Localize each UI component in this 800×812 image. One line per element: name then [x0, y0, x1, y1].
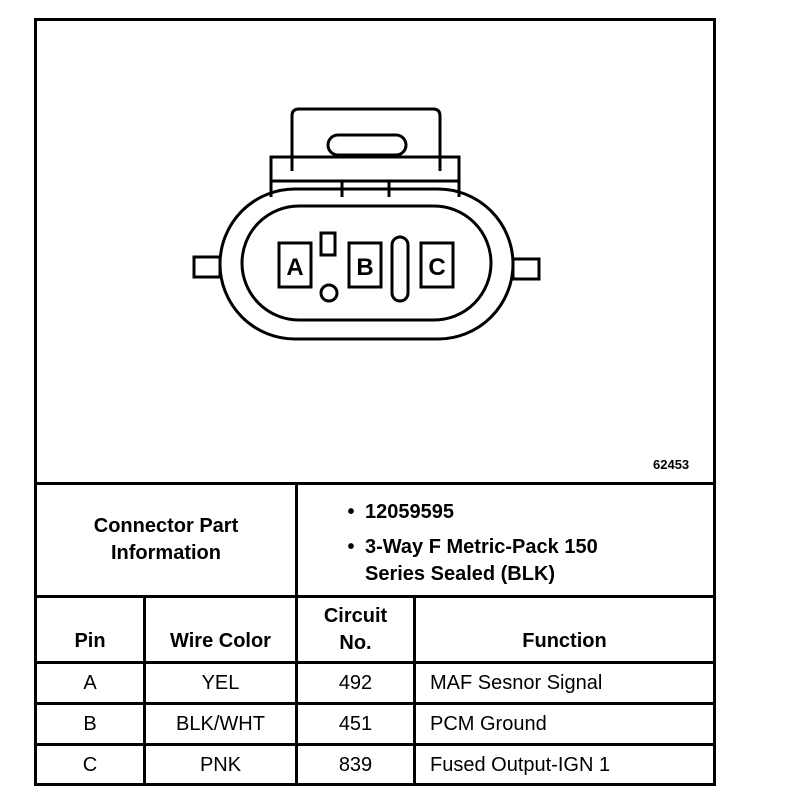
part-info-label-line1: Connector Part [93, 515, 239, 537]
pin-label-b: B [356, 254, 373, 281]
part-number: 12059595 [365, 501, 454, 523]
header-pin: Pin [74, 629, 106, 652]
table-cell-function: Fused Output-IGN 1 [430, 753, 611, 776]
table-cell-pin: A [83, 671, 97, 694]
header-circuit-line2: No. [339, 631, 372, 654]
figure-number: 62453 [653, 457, 690, 472]
connector-inner-shroud [240, 204, 493, 322]
table-cell-circuit: 839 [338, 753, 373, 776]
table-cell-circuit: 451 [338, 712, 373, 735]
left-ear [192, 255, 222, 279]
header-circuit-line1: Circuit [323, 604, 388, 627]
bullet-symbol: • [347, 536, 355, 558]
key-round [319, 283, 339, 303]
bullet-symbol: • [347, 501, 355, 523]
latch-base [269, 155, 461, 197]
header-circuit-no: Circuit No. [298, 598, 413, 661]
table-cell-pin: B [83, 712, 97, 735]
column-divider-wire [143, 595, 146, 783]
table-cell-pin: C [82, 753, 98, 776]
connector-body [218, 187, 515, 341]
cavity-a [277, 241, 313, 289]
connector-diagram: A B C [192, 107, 541, 341]
part-info-list: • 12059595 • 3-Way F Metric-Pack 150 Ser… [337, 499, 707, 588]
table-cell-wire-color: YEL [201, 671, 240, 694]
column-divider-circuit [295, 482, 298, 783]
header-wire-color: Wire Color [170, 629, 271, 652]
table-cell-function: MAF Sesnor Signal [430, 671, 603, 694]
table-cell-wire-color: PNK [199, 753, 242, 776]
divider-row-b [37, 743, 713, 746]
table-cell-function: PCM Ground [430, 712, 547, 735]
pin-label-c: C [428, 254, 445, 281]
table-cell-circuit: 492 [338, 671, 373, 694]
column-divider-function [413, 595, 416, 783]
part-description-line1: 3-Way F Metric-Pack 150 [365, 536, 598, 558]
part-description-line2: Series Sealed (BLK) [365, 563, 556, 585]
right-ear [511, 257, 541, 281]
key-square [319, 231, 337, 257]
cavity-b [347, 241, 383, 289]
part-info-bullet: • 3-Way F Metric-Pack 150 Series Sealed … [337, 534, 707, 588]
table-cell-wire-color: BLK/WHT [176, 712, 265, 735]
divider-info [37, 595, 713, 598]
part-info-bullet: • 12059595 [337, 499, 707, 526]
latch-tab [290, 107, 442, 171]
latch-slot [326, 133, 408, 157]
connector-frame: A B C 62453 Connector Part Information •… [34, 18, 716, 786]
divider-row-a [37, 702, 713, 705]
part-info-label-line2: Information [111, 542, 221, 564]
cavity-c [419, 241, 455, 289]
pin-label-a: A [286, 254, 303, 281]
key-bar [390, 235, 410, 303]
divider-header [37, 661, 713, 664]
divider-diagram [37, 482, 713, 485]
part-info-label: Connector Part Information [37, 485, 295, 595]
header-function: Function [522, 629, 607, 652]
